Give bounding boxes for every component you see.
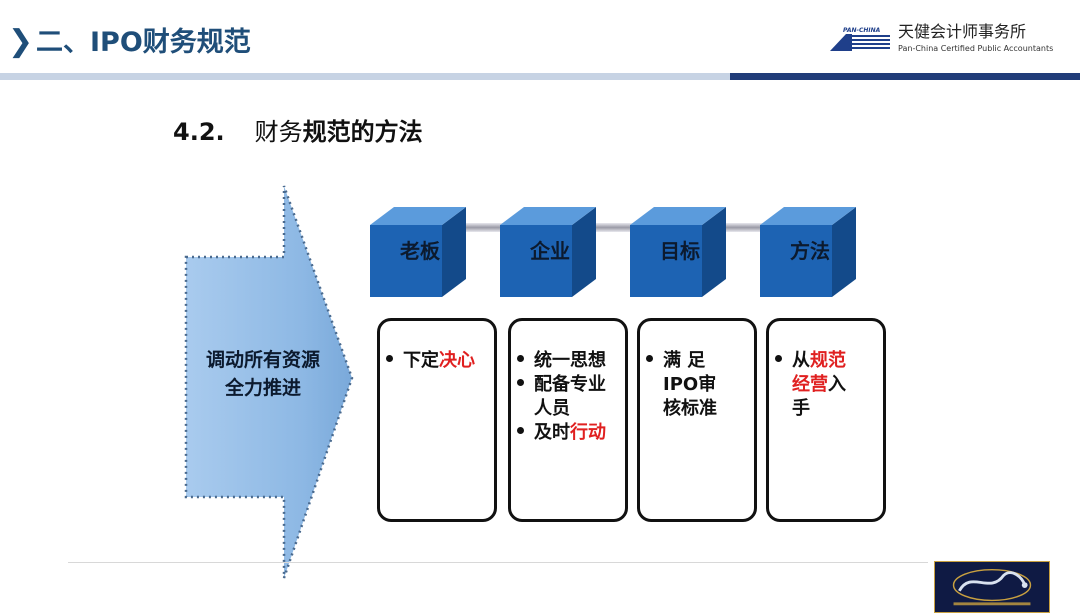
arrow-text-line-1: 调动所有资源 — [205, 349, 320, 371]
bullet-icon — [517, 355, 524, 362]
list-item: 满 足 — [646, 349, 750, 373]
content-box-4: 从规范经营入手 — [766, 318, 886, 522]
cube-label-3: 目标 — [660, 239, 700, 263]
bullet-icon — [646, 355, 653, 362]
cube-3 — [630, 207, 726, 297]
arrow-text-line-2: 全力推进 — [224, 377, 301, 399]
list-item-text: 从 — [792, 350, 810, 371]
footer-divider — [68, 562, 928, 563]
list-item-text: 统一思想 — [534, 350, 606, 371]
content-box-1: 下定决心 — [377, 318, 497, 522]
list-item-text: 满 足 — [663, 350, 706, 371]
header-rule-dark — [730, 73, 1080, 80]
list-item-text: 手 — [792, 398, 810, 419]
highlight-text: 决心 — [439, 350, 475, 371]
list-item-text: 核标准 — [663, 398, 717, 419]
bullet-icon — [517, 379, 524, 386]
list-item-text: 及时 — [534, 422, 570, 443]
list-item-text: 人员 — [534, 398, 570, 419]
cube-label-4: 方法 — [790, 239, 830, 263]
list-item-text: IPO审 — [663, 374, 717, 395]
list-item: IPO审 — [646, 373, 750, 397]
bullet-icon — [517, 427, 524, 434]
arrow-text: 调动所有资源 全力推进 — [188, 346, 338, 402]
svg-text:PAN-CHINA: PAN-CHINA — [843, 27, 881, 34]
dragon-emblem-icon — [934, 561, 1050, 613]
list-item: 及时行动 — [517, 421, 621, 445]
cube-2 — [500, 207, 596, 297]
list-item: 统一思想 — [517, 349, 621, 373]
section-title: 4.2. 财务规范的方法 — [173, 116, 423, 148]
cube-label-2: 企业 — [530, 239, 570, 263]
highlight-text: 规范 — [810, 350, 846, 371]
bullet-icon — [386, 355, 393, 362]
list-item: 从规范 — [775, 349, 879, 373]
list-item: 配备专业 — [517, 373, 621, 397]
slide-header-title: 二、IPO财务规范 — [36, 27, 251, 58]
list-item: 人员 — [517, 397, 621, 421]
content-box-2: 统一思想配备专业人员及时行动 — [508, 318, 628, 522]
list-item-text: 配备专业 — [534, 374, 606, 395]
list-item: 核标准 — [646, 397, 750, 421]
push-forward-arrow — [184, 185, 354, 579]
list-item: 下定决心 — [386, 349, 490, 373]
slide-header: ❯ 二、IPO财务规范 PAN-CHINA 天健会计师事务所 Pan-China… — [0, 0, 1080, 80]
firm-name-cn: 天健会计师事务所 — [898, 22, 1027, 41]
section-title-plain: 财务 — [254, 118, 303, 146]
chevron-right-icon: ❯ — [8, 24, 34, 59]
pan-china-logo-icon: PAN-CHINA — [830, 27, 890, 51]
cube-label-1: 老板 — [400, 239, 440, 263]
header-rule-light — [0, 73, 730, 80]
cube-chain — [370, 207, 856, 297]
list-item-text: 下定 — [403, 350, 439, 371]
section-title-bold: 规范的方法 — [302, 118, 423, 146]
cube-4 — [760, 207, 856, 297]
list-item: 经营入 — [775, 373, 879, 397]
list-item: 手 — [775, 397, 879, 421]
highlight-text: 经营 — [792, 374, 828, 395]
section-number: 4.2. — [173, 118, 225, 146]
highlight-text: 行动 — [570, 422, 606, 443]
cube-1 — [370, 207, 466, 297]
content-box-3: 满 足 IPO审核标准 — [637, 318, 757, 522]
bullet-icon — [775, 355, 782, 362]
firm-name-en: Pan-China Certified Public Accountants — [898, 44, 1054, 53]
list-item-text: 入 — [828, 374, 846, 395]
